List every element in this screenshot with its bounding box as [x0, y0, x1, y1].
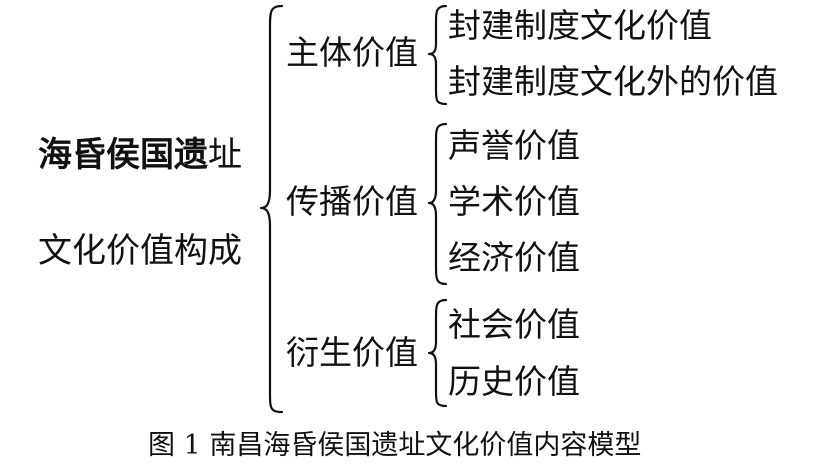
item-non-feudal-culture-value: 封建制度文化外的价值 — [448, 62, 778, 101]
item-feudal-system-culture-value: 封建制度文化价值 — [448, 6, 712, 45]
item-historical-value: 历史价值 — [448, 362, 580, 401]
group-brace-3 — [427, 298, 448, 408]
item-reputation-value: 声誉价值 — [448, 126, 580, 165]
main-brace — [259, 4, 284, 414]
root-label-tail: 址 — [208, 135, 242, 175]
group-label-main-value: 主体价值 — [286, 33, 418, 72]
root-label-line2: 文化价值构成 — [38, 231, 242, 271]
item-academic-value: 学术价值 — [448, 182, 580, 221]
figure-caption: 图 1 南昌海昏侯国遗址文化价值内容模型 — [148, 430, 642, 461]
item-economic-value: 经济价值 — [448, 238, 580, 277]
group-label-derived-value: 衍生价值 — [286, 333, 418, 372]
group-brace-1 — [427, 4, 448, 106]
group-label-spread-value: 传播价值 — [286, 182, 418, 221]
group-brace-2 — [427, 122, 448, 286]
item-social-value: 社会价值 — [448, 305, 580, 344]
root-label-line1: 海昏侯国遗址 — [38, 138, 242, 172]
root-label-emphasis: 海昏侯国遗 — [38, 135, 208, 175]
